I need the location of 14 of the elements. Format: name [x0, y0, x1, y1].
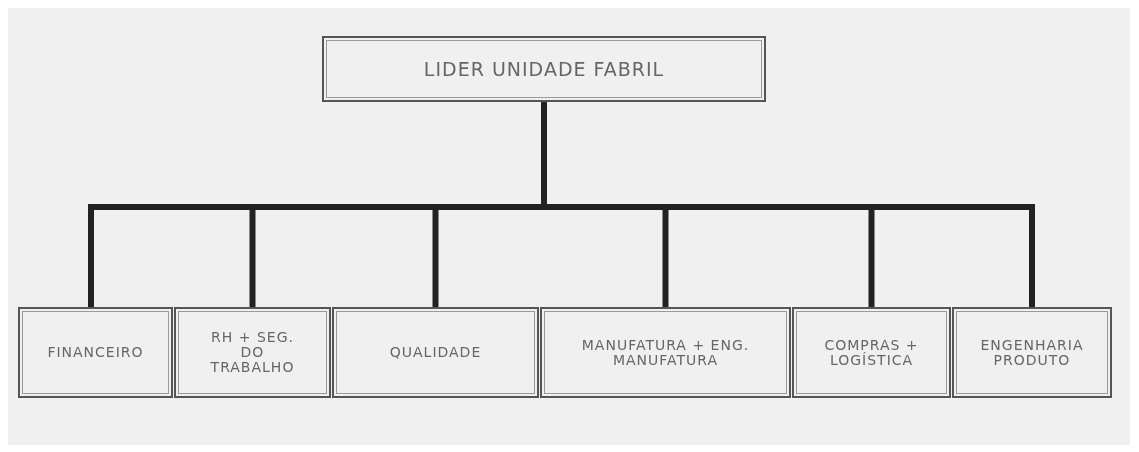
box-label: LIDER UNIDADE FABRIL — [423, 58, 665, 80]
org-box — [540, 307, 791, 398]
org-box — [332, 307, 539, 398]
box-label: FINANCEIRO — [47, 345, 144, 360]
box-label: COMPRAS + LOGÍSTICA — [823, 337, 920, 368]
box-label: RH + SEG. DO TRABALHO — [209, 330, 296, 375]
box-label: MANUFATURA + ENG. MANUFATURA — [580, 337, 751, 368]
org-box — [174, 307, 331, 398]
box-label: QUALIDADE — [389, 345, 482, 360]
org-box — [792, 307, 951, 398]
org-box — [322, 36, 766, 102]
org-box — [952, 307, 1112, 398]
box-label: ENGENHARIA PRODUTO — [979, 337, 1085, 368]
org-box — [18, 307, 173, 398]
